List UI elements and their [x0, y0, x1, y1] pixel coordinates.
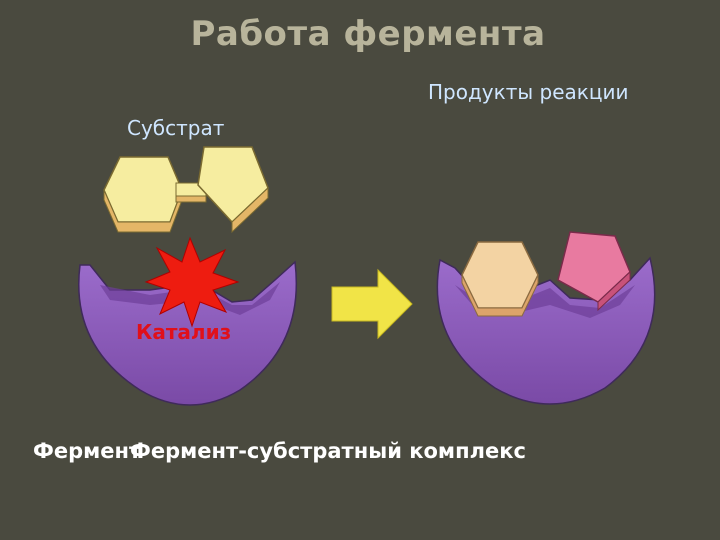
- substrate-label: Субстрат: [127, 116, 225, 140]
- catalysis-burst-icon: [144, 236, 240, 328]
- enzyme-substrate-complex-label: Фермент-субстратный комплекс: [130, 439, 526, 463]
- product-left: [461, 241, 539, 317]
- catalysis-label: Катализ: [136, 320, 232, 344]
- substrate-molecule: [103, 146, 269, 234]
- slide-title: Работа фермента: [190, 14, 546, 54]
- reaction-arrow-icon: [331, 268, 413, 340]
- products-label: Продукты реакции: [428, 80, 629, 104]
- enzyme-label: Фермент: [33, 439, 142, 463]
- product-right: [557, 231, 631, 312]
